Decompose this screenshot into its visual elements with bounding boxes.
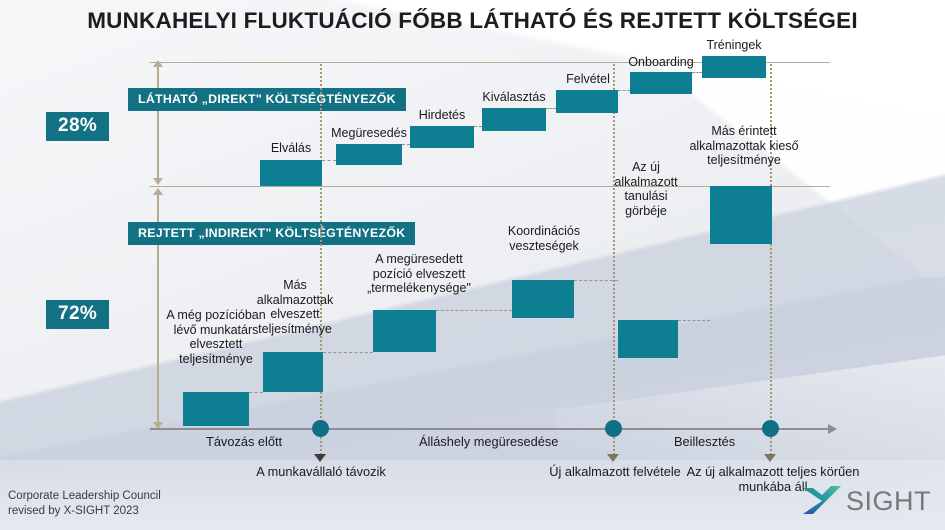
- timeline-stem-departure: [320, 437, 322, 455]
- direct-measure-arrow-down: [153, 178, 163, 185]
- bar-label-direct-6: Onboarding: [628, 55, 694, 69]
- bar-direct-4: [482, 108, 546, 131]
- bar-indirect-2: [263, 352, 323, 392]
- middle-divider-line: [150, 186, 830, 187]
- bar-direct-2: [336, 144, 402, 165]
- timeline-phase-3: Beillesztés: [674, 434, 736, 449]
- milestone-guide-departure: [320, 64, 322, 422]
- logo-text: SIGHT: [845, 485, 931, 516]
- connector-direct-5-6: [618, 90, 630, 91]
- connector-indirect-1-2: [249, 392, 263, 393]
- bar-indirect-6: [710, 186, 772, 244]
- bar-label-direct-4: Kiválasztás: [482, 90, 546, 104]
- timeline-arrow-hire: [607, 454, 619, 462]
- bar-label-direct-1: Elválás: [270, 141, 312, 155]
- milestone-guide-hire: [613, 64, 615, 422]
- bar-label-indirect-4: Koordinációs veszteségek: [507, 224, 581, 253]
- bar-direct-6: [630, 72, 692, 94]
- connector-indirect-5-6: [678, 320, 710, 321]
- indirect-category-badge: REJTETT „INDIREKT" KÖLTSÉGTÉNYEZŐK: [128, 222, 416, 245]
- timeline-axis: [150, 428, 828, 430]
- bar-direct-1: [260, 160, 322, 186]
- indirect-measure-arrow-up: [153, 188, 163, 195]
- bar-label-indirect-1: A még pozícióban lévő munkatárs elveszte…: [166, 308, 266, 366]
- bar-label-direct-3: Hirdetés: [418, 108, 466, 122]
- timeline-arrow-departure: [314, 454, 326, 462]
- timeline-dot-departure[interactable]: [312, 420, 329, 437]
- connector-direct-1-2: [322, 160, 336, 161]
- bar-label-direct-5: Felvétel: [566, 72, 610, 86]
- bar-label-indirect-6: Más érintett alkalmazottak kieső teljesí…: [689, 124, 799, 167]
- timeline-axis-arrow: [828, 424, 837, 434]
- bar-indirect-1: [183, 392, 249, 426]
- timeline-event-1: A munkavállaló távozik: [256, 464, 386, 479]
- xsight-logo: SIGHT: [800, 484, 931, 518]
- source-credit-line-1: Corporate Leadership Council: [8, 489, 161, 502]
- direct-measure-arrow-up: [153, 60, 163, 67]
- timeline-phase-2: Álláshely megüresedése: [419, 434, 559, 449]
- connector-direct-6-7: [692, 72, 702, 73]
- top-reference-line: [150, 62, 830, 63]
- timeline-arrow-fully-productive: [764, 454, 776, 462]
- x-mark-icon: [802, 486, 841, 514]
- timeline-event-3: Az új alkalmazott teljes körűen munkába …: [686, 464, 860, 495]
- connector-direct-2-3: [402, 144, 410, 145]
- connector-direct-3-4: [474, 126, 482, 127]
- bar-label-indirect-3: A megüresedett pozíció elveszett „termel…: [367, 252, 471, 295]
- timeline-event-2: Új alkalmazott felvétele: [549, 464, 681, 479]
- connector-indirect-3-4: [436, 310, 512, 311]
- timeline-stem-fully-productive: [770, 437, 772, 455]
- page-title: MUNKAHELYI FLUKTUÁCIÓ FŐBB LÁTHATÓ ÉS RE…: [87, 8, 858, 33]
- source-credit: Corporate Leadership Council revised by …: [8, 489, 161, 520]
- bar-label-indirect-2: Más alkalmazottak elveszett teljesítmény…: [256, 278, 334, 336]
- direct-percentage-badge: 28%: [46, 112, 110, 141]
- bar-label-direct-7: Tréningek: [706, 38, 762, 52]
- bar-direct-5: [556, 90, 618, 113]
- bar-indirect-5: [618, 320, 678, 358]
- direct-measure-axis: [157, 66, 159, 182]
- connector-indirect-4-5: [574, 280, 618, 281]
- timeline-phase-1: Távozás előtt: [206, 434, 283, 449]
- timeline-dot-fully-productive[interactable]: [762, 420, 779, 437]
- indirect-percentage-badge: 72%: [46, 300, 110, 329]
- timeline-stem-hire: [613, 437, 615, 455]
- bar-label-indirect-5: Az új alkalmazott tanulási görbéje: [614, 160, 678, 218]
- bar-direct-7: [702, 56, 766, 78]
- source-credit-line-2: revised by X-SIGHT 2023: [8, 505, 139, 518]
- bar-direct-3: [410, 126, 474, 148]
- indirect-measure-arrow-down: [153, 422, 163, 429]
- bar-label-direct-2: Megüresedés: [331, 126, 407, 140]
- connector-indirect-2-3: [323, 352, 373, 353]
- bar-indirect-4: [512, 280, 574, 318]
- indirect-measure-axis: [157, 194, 159, 426]
- connector-direct-4-5: [546, 108, 556, 109]
- timeline-dot-hire[interactable]: [605, 420, 622, 437]
- bar-indirect-3: [373, 310, 436, 352]
- direct-category-badge: LÁTHATÓ „DIREKT" KÖLTSÉGTÉNYEZŐK: [128, 88, 406, 111]
